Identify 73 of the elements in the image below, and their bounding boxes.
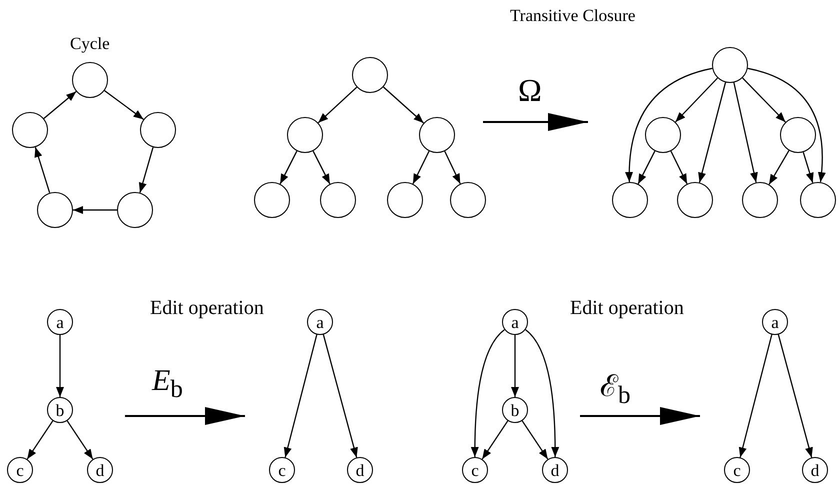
arrow <box>748 68 826 182</box>
arrow <box>43 91 77 119</box>
operator-symbol: ℰ$_{b}$ <box>600 369 630 410</box>
arrow <box>284 334 318 458</box>
arrow <box>318 86 358 124</box>
arrow <box>412 150 430 184</box>
labeled-node-circle: a <box>47 309 73 335</box>
node-circle <box>387 182 423 218</box>
arrow <box>482 420 508 460</box>
arrow <box>322 334 358 458</box>
node-circle <box>780 117 816 153</box>
arrow <box>525 329 560 457</box>
arrow <box>444 150 461 184</box>
operator-symbol: E$_{b}$ <box>152 364 183 404</box>
arrow <box>738 334 772 458</box>
arrow <box>34 147 50 193</box>
labeled-node-circle: c <box>269 457 295 483</box>
label: Transitive Closure <box>510 6 636 26</box>
labeled-node-circle: a <box>502 309 528 335</box>
node-circle <box>677 182 713 218</box>
label: Edit operation <box>570 297 684 320</box>
arrow <box>511 335 519 397</box>
arrow <box>280 150 298 184</box>
arrow <box>73 206 117 214</box>
labeled-node-circle: d <box>347 457 373 483</box>
node-circle <box>72 62 108 98</box>
arrow <box>312 150 330 184</box>
node-circle <box>254 182 290 218</box>
node-circle <box>117 192 153 228</box>
arrow <box>638 150 656 184</box>
node-circle <box>12 112 48 148</box>
arrow <box>66 420 94 460</box>
labeled-node-circle: d <box>87 457 113 483</box>
arrow <box>742 78 786 122</box>
labeled-node-circle: c <box>724 457 750 483</box>
arrow <box>56 335 64 397</box>
arrow <box>768 150 790 185</box>
arrow <box>698 82 726 183</box>
node-circle <box>450 182 486 218</box>
node-circle <box>645 117 681 153</box>
arrow <box>470 329 505 457</box>
arrow <box>625 68 712 182</box>
node-circle <box>419 117 455 153</box>
labeled-node-circle: d <box>802 457 828 483</box>
node-circle <box>712 47 748 83</box>
node-circle <box>800 182 836 218</box>
labeled-node-circle: b <box>502 397 528 423</box>
arrow <box>778 334 813 458</box>
node-circle <box>287 117 323 153</box>
arrow <box>383 86 424 124</box>
arrow <box>104 90 144 120</box>
labeled-node-circle: c <box>7 457 33 483</box>
node-circle <box>320 182 356 218</box>
labeled-node-circle: a <box>762 309 788 335</box>
arrow <box>675 78 718 122</box>
labeled-node-circle: a <box>307 309 333 335</box>
label: Cycle <box>70 34 110 54</box>
node-circle <box>742 182 778 218</box>
labeled-node-circle: d <box>542 457 568 483</box>
operator-symbol: Ω <box>518 72 542 109</box>
arrow <box>802 152 814 183</box>
label: Edit operation <box>150 297 264 320</box>
labeled-node-circle: b <box>47 397 73 423</box>
arrow <box>138 147 154 193</box>
node-circle <box>612 182 648 218</box>
labeled-node-circle: c <box>462 457 488 483</box>
arrow <box>26 420 54 460</box>
node-circle <box>140 112 176 148</box>
arrow <box>522 420 548 460</box>
arrow <box>670 150 688 184</box>
arrow <box>733 82 758 183</box>
node-circle <box>352 57 388 93</box>
node-circle <box>37 192 73 228</box>
